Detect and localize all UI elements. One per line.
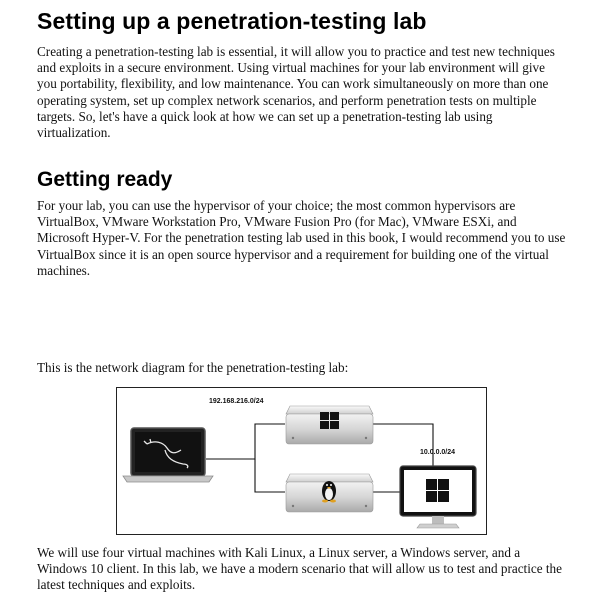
network-label-10: 10.0.0.0/24 bbox=[420, 449, 455, 456]
link-laptop-winserver bbox=[206, 423, 285, 460]
paragraph-intro: Creating a penetration-testing lab is es… bbox=[37, 44, 555, 141]
link-laptop-linux bbox=[254, 459, 285, 493]
section-heading-getting-ready: Getting ready bbox=[37, 168, 173, 191]
link-winserver-client bbox=[372, 423, 434, 468]
paragraph-diagram-caption: This is the network diagram for the pene… bbox=[37, 360, 349, 375]
paragraph-outro: We will use four virtual machines with K… bbox=[37, 545, 562, 593]
paragraph-getting-ready: For your lab, you can use the hypervisor… bbox=[37, 198, 566, 278]
network-diagram: 192.168.216.0/24 10.0.0.0/24 bbox=[116, 387, 487, 535]
kali-laptop bbox=[122, 427, 214, 483]
windows-logo-icon bbox=[320, 412, 339, 429]
tux-penguin-icon bbox=[322, 481, 336, 503]
network-links bbox=[206, 423, 434, 493]
windows-server bbox=[285, 405, 374, 445]
windows-10-client bbox=[399, 465, 477, 529]
windows-logo-icon bbox=[426, 479, 449, 502]
section-heading-main: Setting up a penetration-testing lab bbox=[37, 8, 427, 34]
network-label-192: 192.168.216.0/24 bbox=[209, 398, 264, 405]
kali-dragon-icon bbox=[143, 438, 189, 469]
linux-server bbox=[285, 473, 374, 513]
